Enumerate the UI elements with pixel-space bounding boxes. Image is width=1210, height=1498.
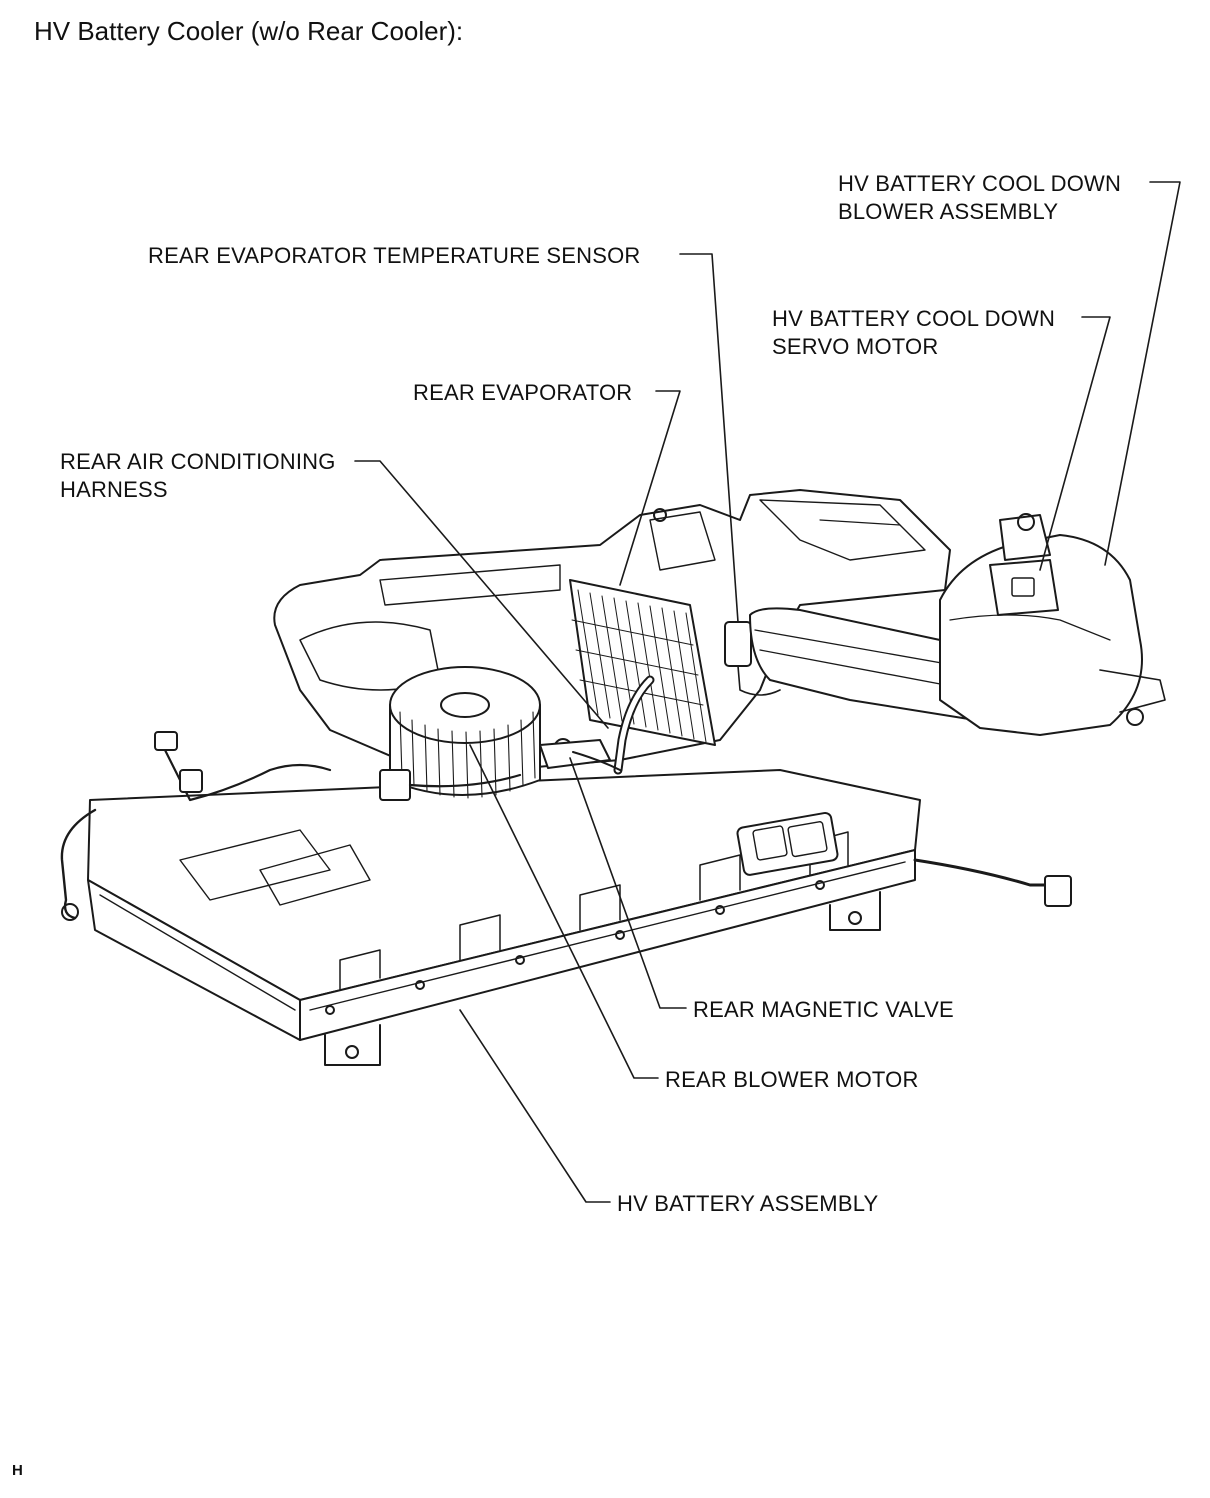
page-title: HV Battery Cooler (w/o Rear Cooler): — [34, 16, 464, 46]
label-ac-harness-line2: HARNESS — [60, 477, 168, 502]
label-hv-battery-assembly: HV BATTERY ASSEMBLY — [617, 1191, 879, 1216]
hv-battery-assembly-drawing — [60, 731, 1072, 1066]
hv-battery-cool-down-blower-assembly-drawing — [749, 513, 1166, 736]
label-evaporator-temp-sensor: REAR EVAPORATOR TEMPERATURE SENSOR — [148, 243, 641, 268]
leader-lines — [354, 181, 1181, 1203]
rear-blower-motor-drawing — [379, 666, 541, 801]
label-rear-magnetic-valve: REAR MAGNETIC VALVE — [693, 997, 954, 1022]
label-rear-blower-motor: REAR BLOWER MOTOR — [665, 1067, 919, 1092]
label-servo-motor-line1: HV BATTERY COOL DOWN — [772, 306, 1056, 331]
rear-evaporator-drawing — [569, 579, 781, 775]
hv-battery-cool-down-servo-motor-drawing — [989, 559, 1059, 616]
label-ac-harness-line1: REAR AIR CONDITIONING — [60, 449, 336, 474]
label-servo-motor-line2: SERVO MOTOR — [772, 334, 939, 359]
label-blower-assembly-line2: BLOWER ASSEMBLY — [838, 199, 1059, 224]
label-rear-evaporator: REAR EVAPORATOR — [413, 380, 633, 405]
footer-code: H — [12, 1462, 23, 1479]
rear-magnetic-valve-drawing — [539, 738, 621, 771]
label-blower-assembly-line1: HV BATTERY COOL DOWN — [838, 171, 1122, 196]
